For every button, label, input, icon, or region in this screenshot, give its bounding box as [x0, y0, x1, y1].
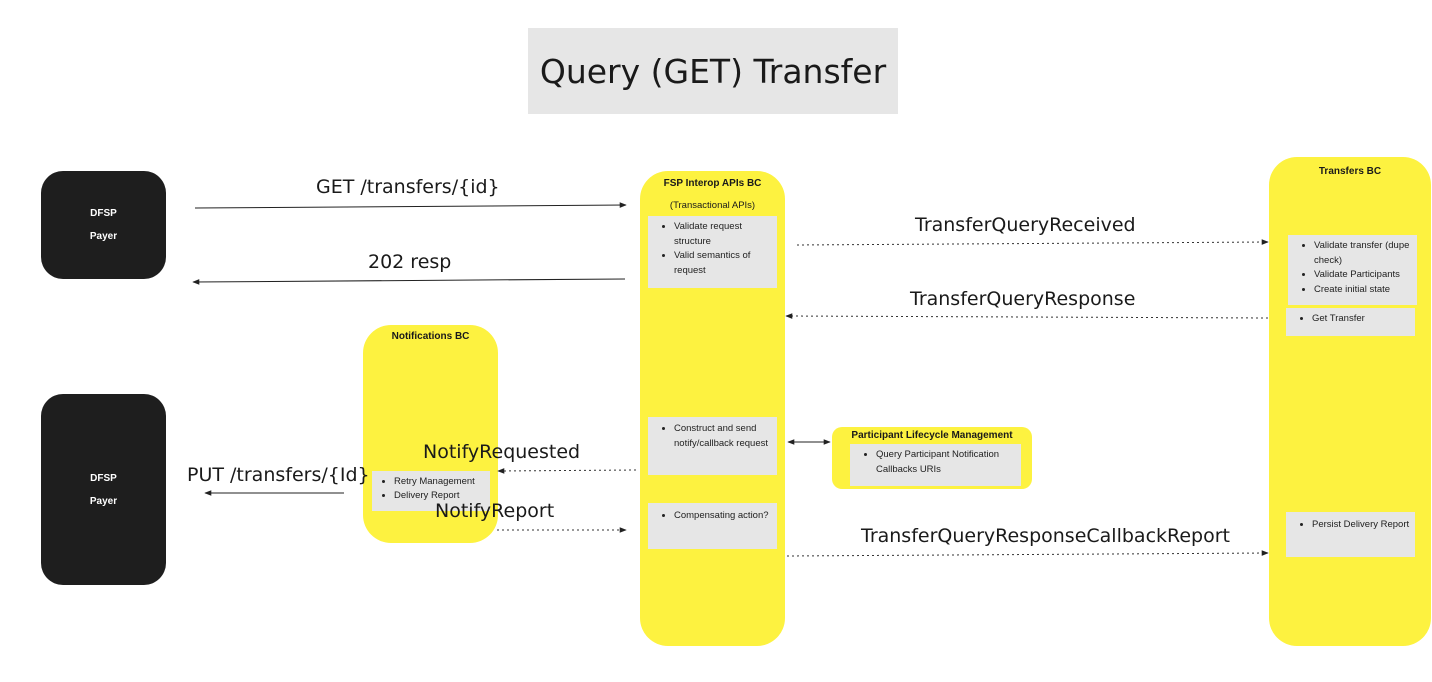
card-item: Get Transfer [1312, 312, 1411, 327]
card-validate-request: Validate request structure Valid semanti… [648, 216, 777, 288]
card-item: Persist Delivery Report [1312, 518, 1411, 533]
card-item: Delivery Report [394, 489, 486, 503]
card-item: Validate request structure [674, 220, 773, 249]
message-transfer-query-response-callback-report: TransferQueryResponseCallbackReport [861, 525, 1230, 547]
arrow-202-resp [192, 278, 626, 285]
card-item: Query Participant Notification Callbacks… [876, 448, 1017, 477]
lane-title: Notifications BC [391, 331, 470, 342]
arrow-transfer-query-response [785, 313, 1269, 319]
message-notify-report: NotifyReport [435, 500, 555, 522]
actor-label-line2: Payer [89, 231, 118, 242]
card-item: Create initial state [1314, 283, 1413, 298]
message-202-resp: 202 resp [368, 251, 452, 273]
card-retry-delivery: Retry Management Delivery Report [372, 471, 490, 511]
card-construct-notify: Construct and send notify/callback reque… [648, 417, 777, 475]
actor-dfsp-payer-bottom: DFSP Payer [41, 394, 166, 585]
message-transfer-query-received: TransferQueryReceived [915, 214, 1136, 236]
actor-label-line1: DFSP [90, 208, 117, 219]
lane-subtitle: (Transactional APIs) [669, 200, 756, 211]
card-item: Retry Management [394, 475, 486, 489]
arrow-notify-requested [497, 468, 637, 474]
lane-title: FSP Interop APIs BC [663, 178, 762, 189]
card-compensating-action: Compensating action? [648, 503, 777, 549]
actor-dfsp-payer-top: DFSP Payer [41, 171, 166, 279]
diagram-title-box: Query (GET) Transfer [528, 28, 898, 114]
card-query-participant: Query Participant Notification Callbacks… [850, 444, 1021, 486]
actor-label-line1: DFSP [90, 472, 117, 484]
card-persist-delivery-report: Persist Delivery Report [1286, 512, 1415, 557]
message-notify-requested: NotifyRequested [423, 441, 581, 463]
card-validate-transfer: Validate transfer (dupe check) Validate … [1288, 235, 1417, 305]
message-get-transfers: GET /transfers/{id} [316, 176, 500, 198]
card-item: Validate Participants [1314, 268, 1413, 283]
card-item: Compensating action? [674, 509, 773, 524]
card-item: Valid semantics of request [674, 249, 773, 278]
arrow-transfer-query-received [796, 239, 1269, 246]
card-item: Validate transfer (dupe check) [1314, 239, 1413, 268]
arrow-get-transfers [194, 202, 627, 209]
lane-title: Participant Lifecycle Management [851, 430, 1013, 441]
message-transfer-query-response: TransferQueryResponse [910, 288, 1136, 310]
actor-label-line2: Payer [89, 495, 118, 507]
diagram-title: Query (GET) Transfer [539, 51, 887, 91]
message-put-transfers: PUT /transfers/{Id} [187, 464, 370, 486]
arrow-transfer-query-response-callback-report [786, 550, 1269, 557]
lane-title: Transfers BC [1318, 166, 1382, 177]
card-item: Construct and send notify/callback reque… [674, 422, 773, 451]
card-get-transfer: Get Transfer [1286, 308, 1415, 336]
